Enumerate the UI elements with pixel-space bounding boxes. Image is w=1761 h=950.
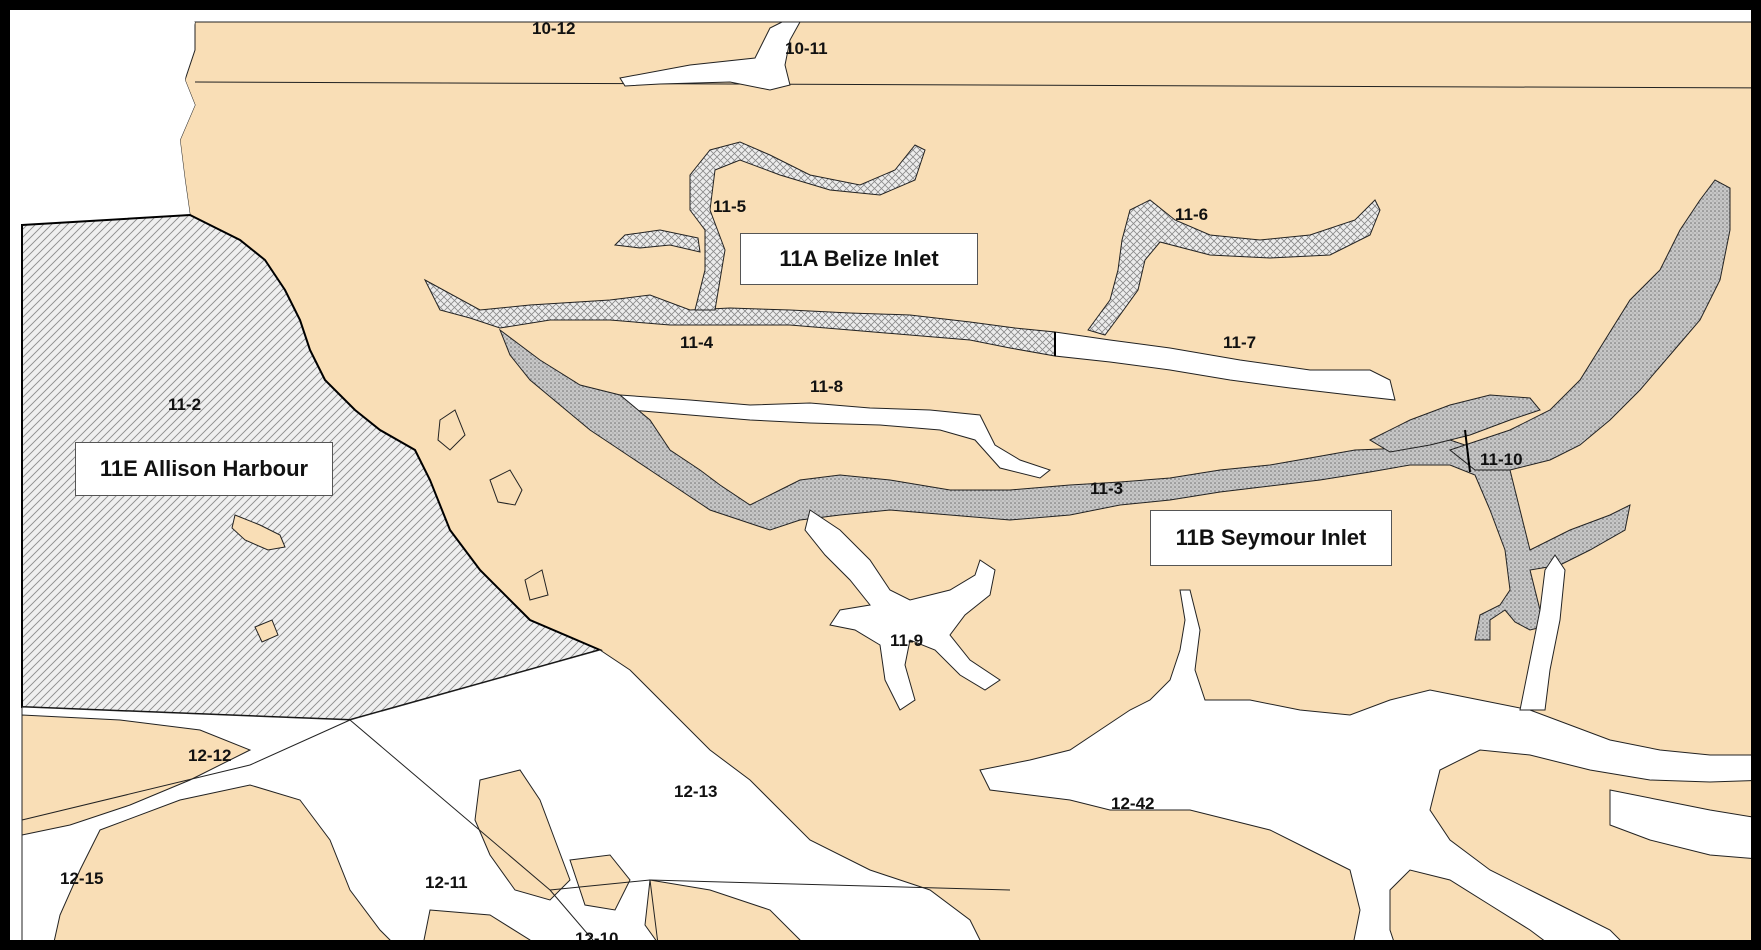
south-island-land <box>423 909 531 940</box>
inlet-11-7 <box>1054 331 1396 401</box>
subarea-label: 11-3 <box>1090 479 1124 498</box>
subarea-label: 10-11 <box>785 39 828 58</box>
seymour-arm-11-10 <box>1448 179 1731 471</box>
subarea-label: 11-9 <box>890 631 924 650</box>
belize-arm-11-5 <box>689 141 926 311</box>
left-upper-water <box>22 22 195 225</box>
subarea-label: 12-42 <box>1111 794 1155 813</box>
seymour-north-spur <box>1368 394 1541 453</box>
south-island-land <box>474 769 571 901</box>
inlet-12-42 <box>979 589 1751 940</box>
subarea-label: 11-8 <box>810 377 844 396</box>
inlet-11-8 <box>619 394 1052 479</box>
subarea-label: 10-12 <box>532 19 576 38</box>
subarea-label: 11-2 <box>168 395 202 414</box>
subarea-label: 12-13 <box>674 782 718 801</box>
subarea-label: 12-11 <box>425 873 468 892</box>
allison-island <box>254 619 279 643</box>
seymour-inlet-label: 11B Seymour Inlet <box>1150 510 1392 566</box>
area-boundaries <box>21 81 1751 940</box>
south-central-land <box>53 784 391 940</box>
subarea-label: 11-5 <box>713 197 747 216</box>
inlet-east-lower <box>1609 789 1751 859</box>
subarea-label: 11-6 <box>1175 205 1209 224</box>
subarea-label: 11-4 <box>680 333 714 352</box>
south-island-land <box>644 879 801 940</box>
subarea-label: 12-15 <box>60 869 104 888</box>
allison-island <box>489 469 523 506</box>
subarea-label: 11-7 <box>1223 333 1257 352</box>
inlet-separators <box>1054 332 1471 473</box>
inlet-10-11 <box>619 21 801 91</box>
belize-arm-11-5-west <box>613 229 701 253</box>
subarea-label: 11-10 <box>1480 450 1523 469</box>
southwest-land <box>21 714 252 836</box>
belize-inlet-label: 11A Belize Inlet <box>740 233 978 285</box>
allison-island <box>231 514 286 551</box>
inlet-east-spur <box>1519 554 1566 711</box>
south-island-land <box>569 854 631 911</box>
allison-harbour-label: 11E Allison Harbour <box>75 442 333 496</box>
allison-island <box>437 409 466 451</box>
subarea-label: 12-12 <box>188 746 232 765</box>
belize-arm-11-6 <box>1087 199 1381 336</box>
map-canvas <box>10 10 1751 940</box>
allison-island <box>524 569 549 601</box>
inlet-11-9 <box>804 509 1001 711</box>
subarea-label: 12-10 <box>575 929 619 948</box>
